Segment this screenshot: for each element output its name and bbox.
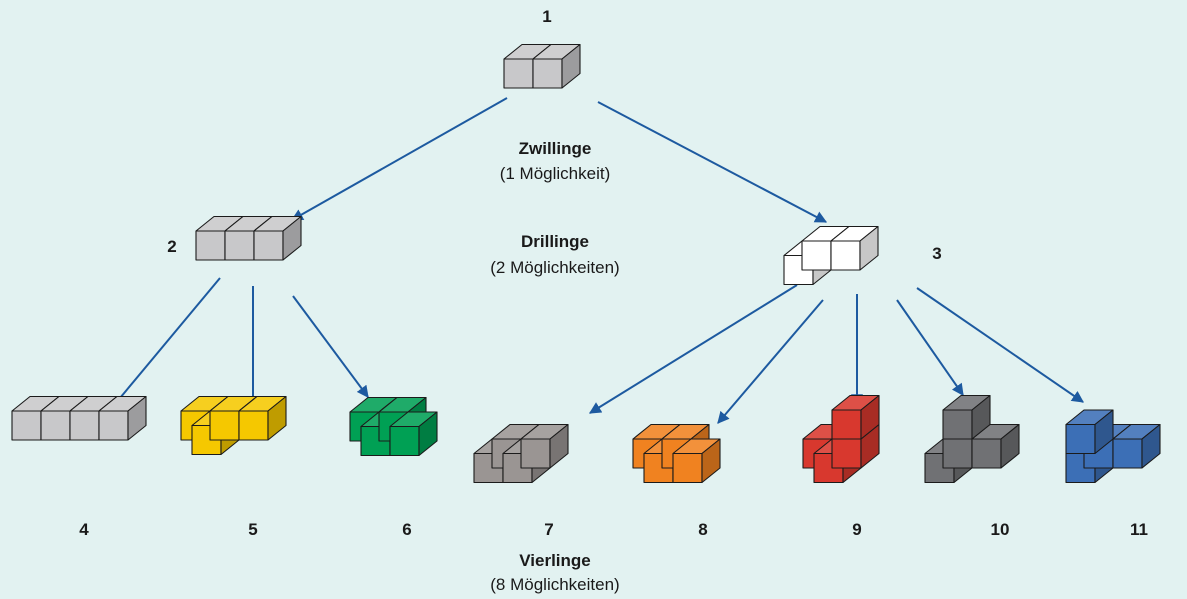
cube <box>1065 409 1114 455</box>
cube-front-face <box>971 438 1002 469</box>
shape-number-6: 6 <box>402 520 411 539</box>
polycube-9 <box>802 394 880 484</box>
cube-side-face <box>860 394 880 440</box>
cube-front-face <box>389 425 420 457</box>
cube-side-face <box>127 395 147 441</box>
cube-front-face <box>831 409 862 440</box>
cube-front-face <box>209 410 240 441</box>
cube <box>253 215 302 261</box>
cube-front-face <box>98 410 129 441</box>
cube-front-face <box>195 230 226 261</box>
cube <box>520 423 569 469</box>
cube-front-face <box>801 240 832 271</box>
cube-side-face <box>282 215 302 261</box>
cube <box>389 411 438 457</box>
shape-number-1: 1 <box>542 7 551 26</box>
cube <box>942 394 991 440</box>
shapes-layer <box>11 43 1161 484</box>
level-name-triplets: Drillinge <box>521 232 589 251</box>
level-count-twins: (1 Möglichkeit) <box>500 164 611 183</box>
arrow-2-6 <box>292 295 369 398</box>
polycube-10 <box>924 394 1020 484</box>
arrows <box>109 97 1084 424</box>
arrow-1-3 <box>597 101 828 223</box>
cube-side-face <box>1094 409 1114 455</box>
cube-side-face <box>1141 423 1161 469</box>
cube <box>672 438 721 484</box>
shape-number-8: 8 <box>698 520 707 539</box>
polycube-6 <box>349 396 438 457</box>
level-count-triplets: (2 Möglichkeiten) <box>490 258 619 277</box>
cube-front-face <box>672 452 703 484</box>
arrow-3-11 <box>916 287 1084 403</box>
polycube-11 <box>1065 409 1161 484</box>
polycube-4 <box>11 395 147 441</box>
cube-front-face <box>942 409 973 440</box>
cube <box>238 395 287 441</box>
shape-number-3: 3 <box>932 244 941 263</box>
cube <box>1112 423 1161 469</box>
cube <box>831 394 880 440</box>
cube-front-face <box>520 438 551 469</box>
polycube-1 <box>503 43 581 89</box>
cube-front-face <box>830 240 861 271</box>
level-count-quadruplets: (8 Möglichkeiten) <box>490 575 619 594</box>
arrow-3-7 <box>588 284 798 414</box>
cube-front-face <box>253 230 284 261</box>
cube-front-face <box>224 230 255 261</box>
polycube-2 <box>195 215 302 261</box>
cube-side-face <box>971 394 991 440</box>
cube-front-face <box>238 410 269 441</box>
arrow-2-4 <box>109 277 221 411</box>
cube-front-face <box>1112 438 1143 469</box>
shape-number-5: 5 <box>248 520 257 539</box>
cube-front-face <box>11 410 42 441</box>
shape-number-2: 2 <box>167 237 176 256</box>
cube-front-face <box>831 438 862 469</box>
cube-side-face <box>418 411 438 457</box>
cube-front-face <box>69 410 100 441</box>
cube <box>532 43 581 89</box>
cube-front-face <box>942 438 973 469</box>
shape-numbers: 1 2 3 4 5 6 7 8 9 10 11 <box>79 7 1148 539</box>
cube-front-face <box>532 58 563 89</box>
arrow-1-2 <box>290 97 508 221</box>
shape-number-11: 11 <box>1130 520 1148 539</box>
cube-side-face <box>267 395 287 441</box>
cube <box>830 225 879 271</box>
cube-side-face <box>701 438 721 484</box>
shape-number-7: 7 <box>544 520 553 539</box>
level-name-twins: Zwillinge <box>519 139 592 158</box>
arrow-3-10 <box>896 299 964 396</box>
level-name-quadruplets: Vierlinge <box>519 551 591 570</box>
cube-side-face <box>1000 423 1020 469</box>
polycube-5 <box>180 395 287 456</box>
cube-side-face <box>549 423 569 469</box>
cube <box>98 395 147 441</box>
polycube-8 <box>632 423 721 484</box>
shape-number-4: 4 <box>79 520 89 539</box>
shape-number-9: 9 <box>852 520 861 539</box>
cube-side-face <box>561 43 581 89</box>
level-labels: Zwillinge (1 Möglichkeit) Drillinge (2 M… <box>490 139 619 594</box>
cube-front-face <box>1065 423 1096 455</box>
cube <box>971 423 1020 469</box>
cube-side-face <box>859 225 879 271</box>
cube-front-face <box>503 58 534 89</box>
polycube-7 <box>473 423 569 484</box>
polycube-3 <box>783 225 879 286</box>
cube-front-face <box>40 410 71 441</box>
arrow-3-8 <box>717 299 824 424</box>
shape-number-10: 10 <box>991 520 1010 539</box>
